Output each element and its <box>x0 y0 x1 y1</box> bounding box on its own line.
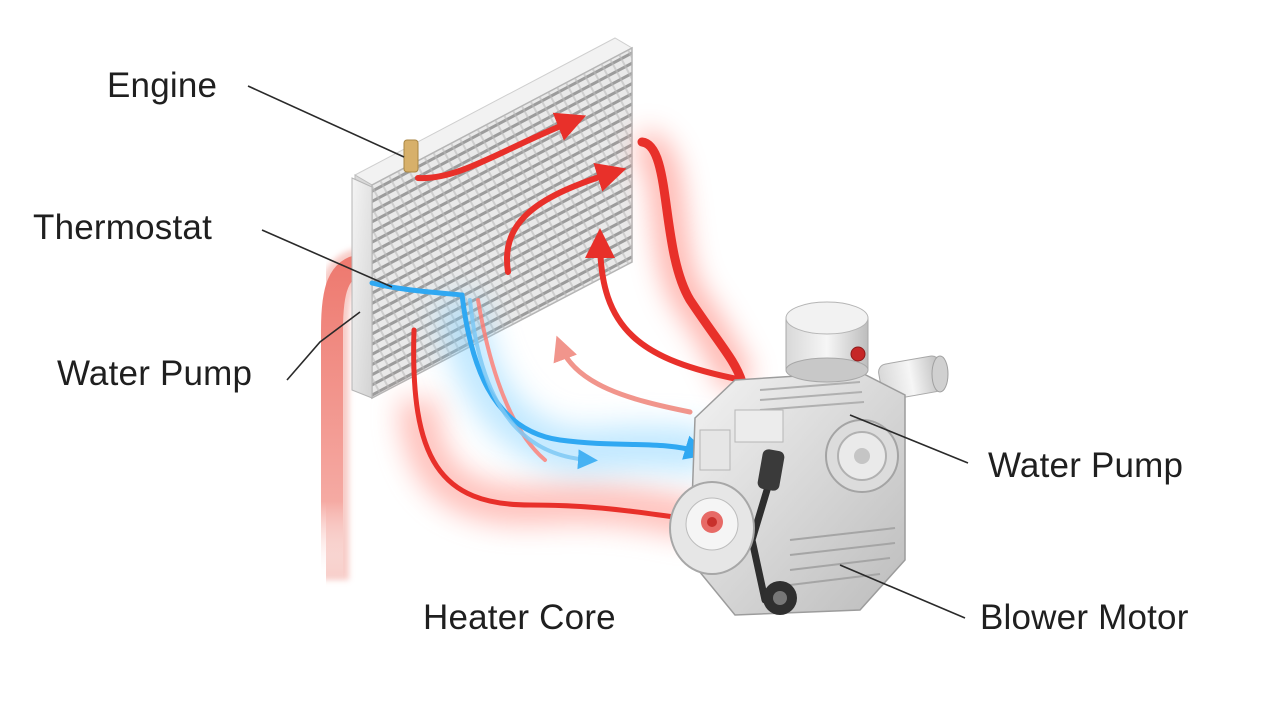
blower-motor-label: Blower Motor <box>980 598 1189 637</box>
water-pump-left-leader-line <box>286 311 361 381</box>
heater-core-label: Heater Core <box>423 598 616 637</box>
cool-flow-arrow-2 <box>468 298 598 470</box>
blower-motor-leader-line <box>839 564 966 619</box>
thermostat-outlet <box>369 280 465 298</box>
thermostat-leader-line <box>261 229 393 288</box>
red-sensor-icon <box>850 346 866 362</box>
thermostat-label: Thermostat <box>33 208 212 247</box>
reservoir-cap <box>785 301 869 383</box>
engine-leader-line <box>247 85 405 158</box>
filler-neck <box>403 139 419 173</box>
return-faint-arrow <box>553 335 693 415</box>
engine-assembly <box>669 301 949 616</box>
leader-lines <box>247 85 969 619</box>
heater-feed-arrow <box>411 327 710 531</box>
upper-hose <box>637 137 747 387</box>
water-pump-left-label: Water Pump <box>57 354 253 393</box>
hot-flow-top-arrow <box>415 112 587 182</box>
hot-flow-arrows <box>411 112 747 531</box>
radiator <box>351 37 634 400</box>
cool-flow-arrows <box>369 280 710 470</box>
cool-flow-arrow-1 <box>459 292 710 460</box>
engine-label: Engine <box>107 66 218 105</box>
hot-drip-arrow <box>476 298 547 462</box>
water-pump-right-label: Water Pump <box>988 446 1184 485</box>
hot-flow-mid-arrow <box>504 162 627 275</box>
water-pump-right-leader-line <box>849 414 969 464</box>
hot-return-arrow <box>585 228 745 383</box>
heater-core-disc <box>669 481 755 575</box>
pump-pulley <box>825 419 899 493</box>
